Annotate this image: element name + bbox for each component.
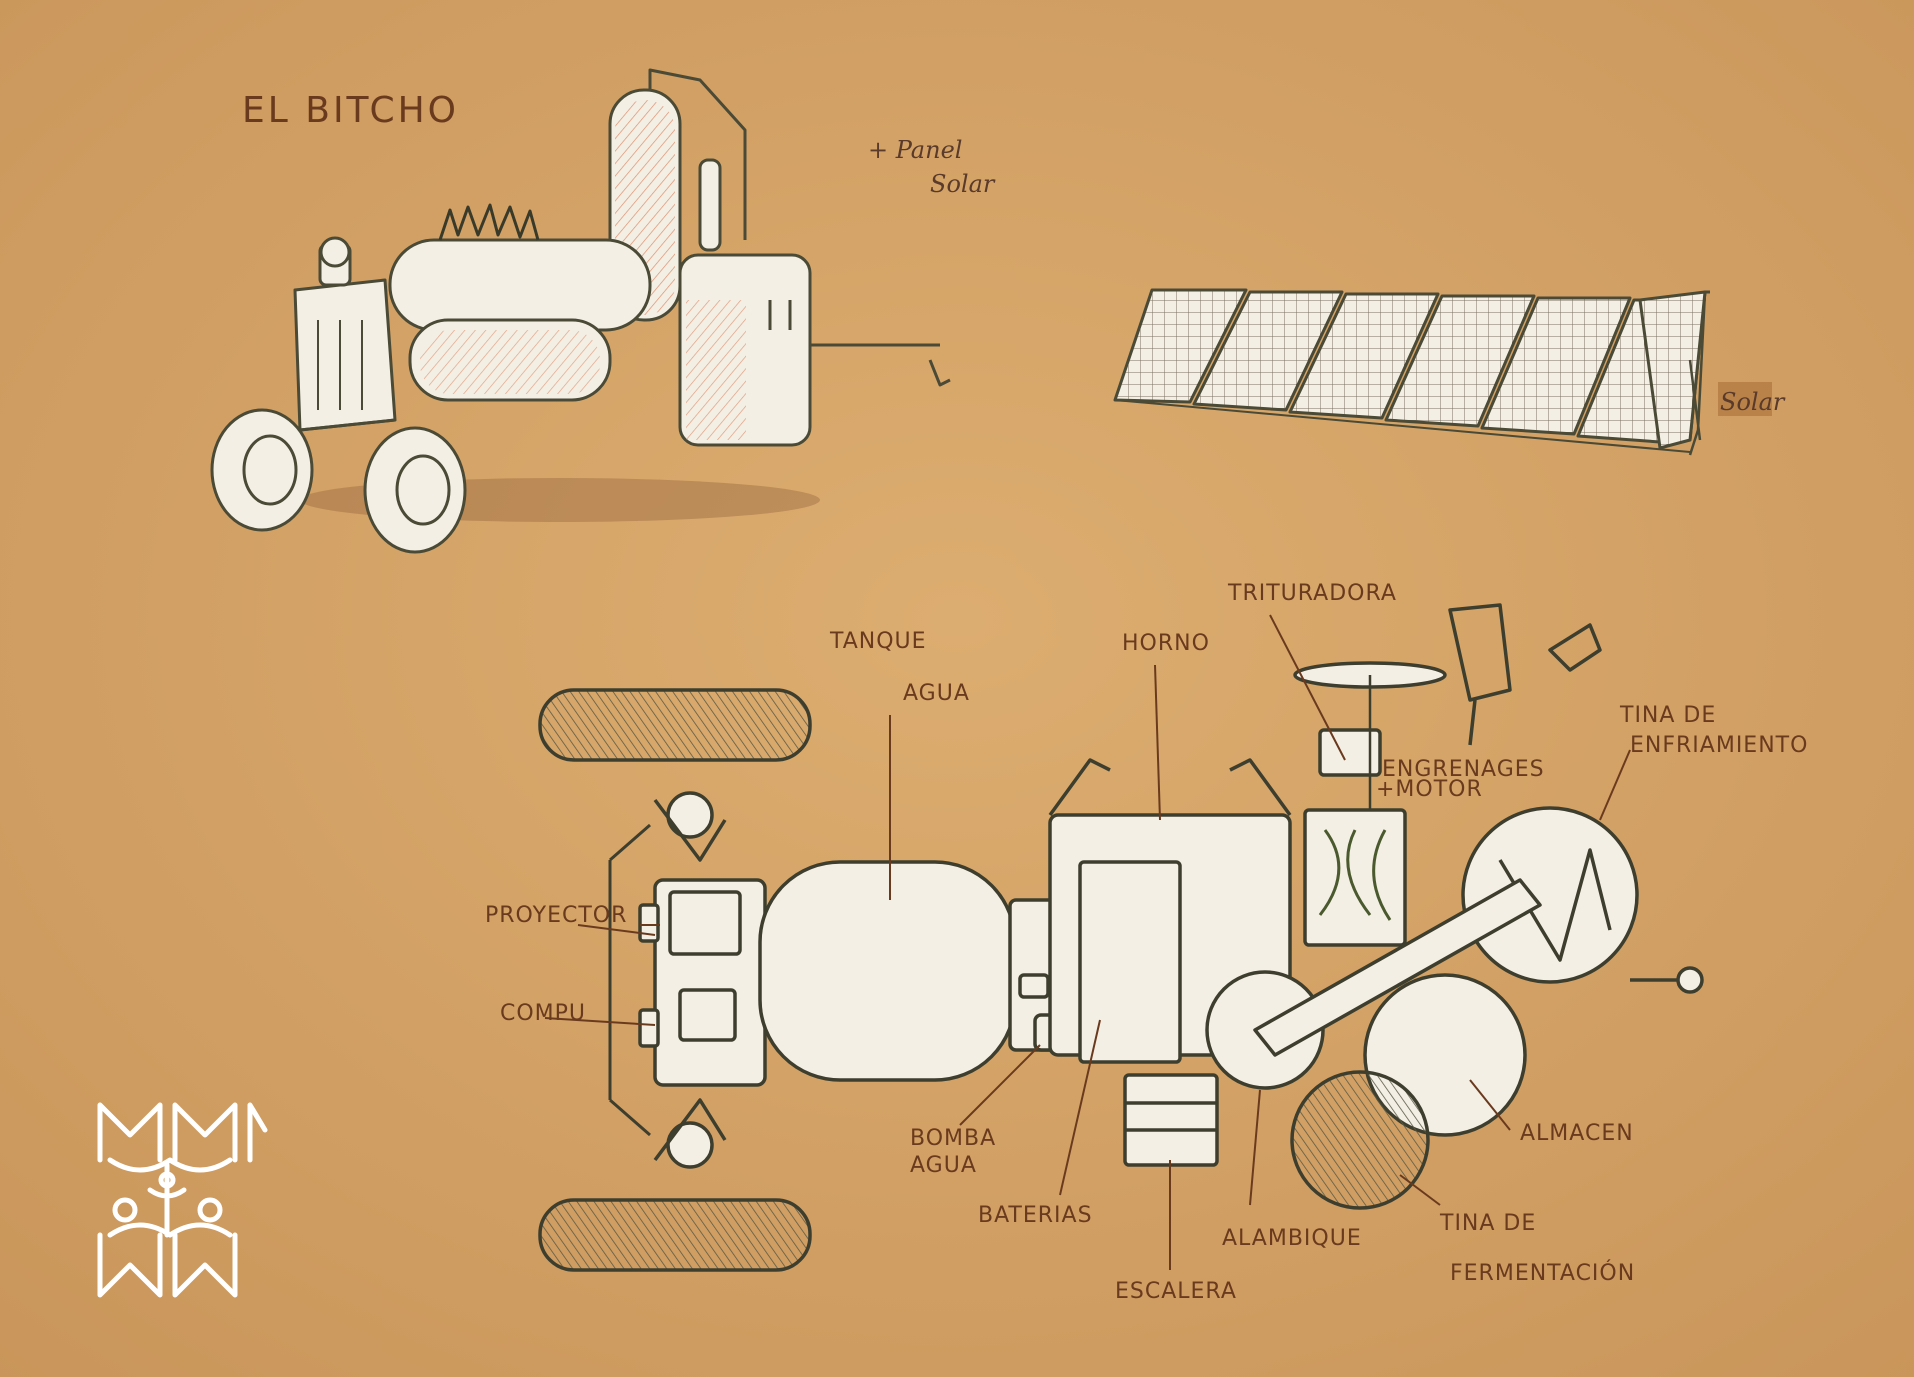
- label-escalera: ESCALERA: [1115, 1279, 1237, 1304]
- solar-label: Solar: [1720, 388, 1786, 416]
- note-panel-solar-line2: Solar: [930, 170, 996, 198]
- label-horno: HORNO: [1122, 631, 1210, 656]
- plan-leaders: [544, 614, 1631, 1270]
- front-wheel-top: [538, 688, 812, 762]
- label-tanque-line2: AGUA: [903, 681, 970, 706]
- label-tina-enfriamiento-line2: ENFRIAMIENTO: [1630, 733, 1808, 758]
- solar-panel-3: [1288, 292, 1440, 420]
- front-wheel-bottom: [538, 1198, 812, 1272]
- label-tanque-line1: TANQUE: [829, 629, 927, 654]
- escalera-box: [1123, 1073, 1219, 1167]
- water-tank: [758, 860, 1017, 1082]
- solar-panel-1: [1113, 288, 1248, 404]
- label-bomba-line2: AGUA: [910, 1153, 977, 1178]
- solar-label-highlight: [1718, 382, 1772, 416]
- label-proyector: PROYECTOR: [485, 903, 627, 928]
- tina-enfriamiento: [1461, 806, 1639, 984]
- label-alambique: ALAMBIQUE: [1222, 1226, 1362, 1251]
- label-compu: COMPU: [500, 1001, 586, 1026]
- label-bomba-line1: BOMBA: [910, 1126, 996, 1151]
- logo-monogram: [97, 1102, 268, 1298]
- page-title: EL BITCHO: [242, 90, 459, 131]
- solar-panel-4: [1384, 294, 1536, 428]
- label-trituradora: TRITURADORA: [1227, 581, 1397, 606]
- solar-panel-5: [1480, 296, 1632, 436]
- plan-sketch: [538, 603, 1704, 1272]
- solar-panel-2: [1192, 290, 1344, 412]
- tractor-sketch: [210, 68, 951, 554]
- note-panel-solar-line1: + Panel: [868, 136, 962, 164]
- label-almacen: ALMACEN: [1520, 1121, 1634, 1146]
- solar-panel-sketch: [1113, 288, 1710, 456]
- label-tina-enfriamiento-line1: TINA DE: [1619, 703, 1716, 728]
- tina-fermentacion: [1290, 1070, 1430, 1210]
- label-baterias: BATERIAS: [978, 1203, 1093, 1228]
- label-tina-fermentacion-line2: FERMENTACIÓN: [1450, 1260, 1635, 1286]
- label-engrenages-line2: +MOTOR: [1376, 777, 1483, 802]
- label-engrenages-line1: ENGRENAGES: [1382, 757, 1545, 782]
- label-tina-fermentacion-line1: TINA DE: [1439, 1211, 1536, 1236]
- compu-box: [678, 988, 737, 1042]
- proyector-box: [668, 890, 742, 956]
